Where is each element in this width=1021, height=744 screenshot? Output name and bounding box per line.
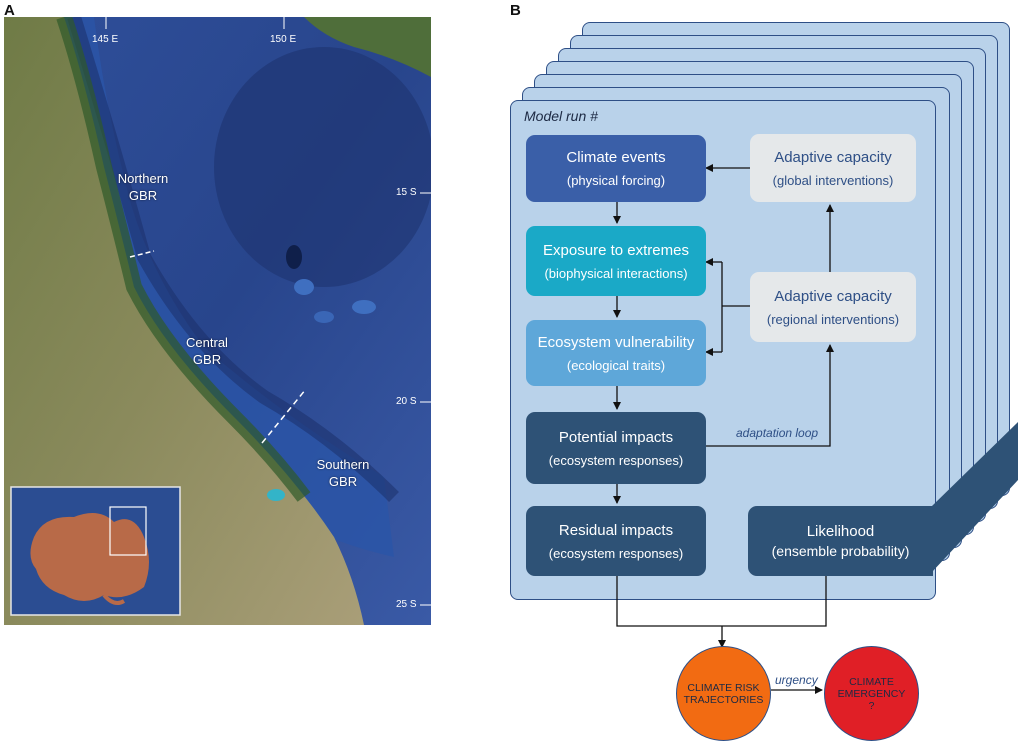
- likelihood-stack-depth: [932, 422, 1018, 572]
- ecosystem-vulnerability-box: Ecosystem vulnerability (ecological trai…: [526, 320, 706, 386]
- adaptation-loop-label: adaptation loop: [736, 426, 819, 440]
- longitude-label-150: 150 E: [270, 34, 297, 45]
- longitude-label-145: 145 E: [92, 34, 119, 45]
- adaptive-capacity-global-box: Adaptive capacity (global interventions): [750, 134, 916, 202]
- latitude-label-25: 25 S: [396, 599, 417, 610]
- climate-events-box: Climate events (physical forcing): [526, 135, 706, 202]
- panel-b-letter: B: [510, 2, 521, 19]
- residual-impacts-box: Residual impacts (ecosystem responses): [526, 506, 706, 576]
- likelihood-box: Likelihood (ensemble probability): [748, 506, 933, 576]
- adaptive-capacity-regional-box: Adaptive capacity (regional intervention…: [750, 272, 916, 342]
- urgency-label: urgency: [775, 673, 818, 687]
- model-run-label: Model run #: [524, 108, 598, 124]
- exposure-to-extremes-box: Exposure to extremes (biophysical intera…: [526, 226, 706, 296]
- potential-impacts-box: Potential impacts (ecosystem responses): [526, 412, 706, 484]
- gbr-satellite-map: [4, 17, 431, 625]
- latitude-label-20: 20 S: [396, 396, 417, 407]
- panel-a-letter: A: [4, 2, 15, 19]
- latitude-label-15: 15 S: [396, 187, 417, 198]
